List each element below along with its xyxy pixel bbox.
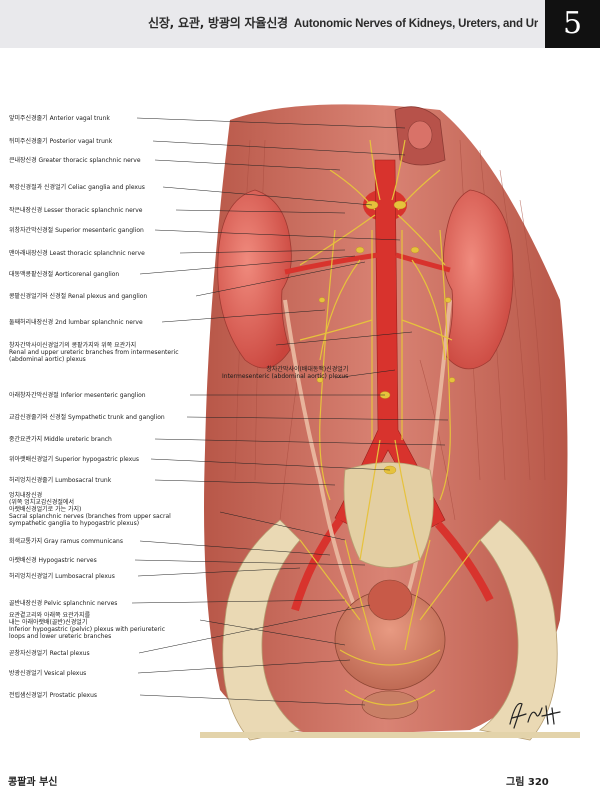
label-superior-hypogastric-plexus: 위아랫배신경얼기 Superior hypogastric plexus (9, 456, 140, 463)
page-header: 신장, 요관, 방광의 자율신경 Autonomic Nerves of Kidn… (0, 0, 600, 48)
footer-figure-number: 그림 320 (506, 777, 549, 788)
figure-bottom-edge (200, 732, 580, 738)
sacrum (343, 462, 434, 568)
page-title-korean: 신장, 요관, 방광의 자율신경 (148, 16, 288, 30)
label-inferior-mesenteric-ganglion: 아래창자간막신경절 Inferior mesenteric ganglion (9, 392, 146, 399)
label-least-thoracic-splanchnic-nerve: 맨아래내장신경 Least thoracic splanchnic nerve (9, 250, 145, 257)
pelvic-bone-right (479, 519, 558, 741)
label-inferior-hypogastric-plexus: 요관곁고리와 아래쪽 요관가지를 내는 아래아랫배(골반)신경얼기 Inferi… (9, 612, 165, 640)
right-kidney (443, 189, 514, 370)
label-lesser-thoracic-splanchnic-nerve: 작은내장신경 Lesser thoracic splanchnic nerve (9, 207, 143, 214)
artist-signature (509, 702, 561, 729)
label-celiac-ganglia-and-plexus: 복강신경절과 신경얼기 Celiac ganglia and plexus (9, 184, 145, 191)
label-gray-ramus-communicans: 회색교통가지 Gray ramus communicans (9, 538, 123, 545)
ganglia (316, 200, 456, 475)
label-middle-ureteric-branch: 중간요관가지 Middle ureteric branch (9, 436, 112, 443)
label-aorticorenal-ganglion: 대동맥콩팥신경절 Aorticorenal ganglion (9, 271, 120, 278)
pelvic-bone (222, 519, 301, 741)
label-prostatic-plexus: 전립샘신경얼기 Prostatic plexus (9, 692, 98, 699)
rectum (367, 579, 413, 621)
page-title-english: Autonomic Nerves of Kidneys, Ureters, an… (293, 18, 538, 30)
label-sacral-splanchnic-nerves: 엉치내장신경 (위쪽 엉치교감신경절에서 아랫배신경얼기로 가는 가지) Sac… (9, 492, 171, 527)
footer-section-name: 콩팥과 부신 (8, 777, 58, 788)
label-posterior-vagal-trunk: 뒤미주신경줄기 Posterior vagal trunk (9, 138, 113, 145)
label-sympathetic-trunk-and-ganglion: 교감신경줄기와 신경절 Sympathetic trunk and gangli… (9, 414, 165, 421)
label-superior-mesenteric-ganglion: 위창자간막신경절 Superior mesenteric ganglion (9, 227, 144, 234)
left-kidney (217, 189, 292, 369)
right-common-iliac-artery (435, 521, 494, 602)
label-lumbosacral-trunk: 허리엉치신경줄기 Lumbosacral trunk (9, 477, 112, 484)
label-anterior-vagal-trunk: 앞미주신경줄기 Anterior vagal trunk (9, 115, 110, 122)
label-renal-and-upper-ureteric-branches: 창자간막사이신경얼기의 콩팥가지와 위쪽 요관가지 Renal and uppe… (9, 342, 179, 363)
label-leader-lines (131, 117, 449, 706)
left-renal-artery (284, 252, 379, 275)
right-renal-artery (395, 252, 451, 273)
left-ureter (283, 299, 362, 621)
label-hypogastric-nerves: 아랫배신경 Hypogastric nerves (9, 557, 97, 564)
esophagus-lumen (407, 120, 433, 150)
label-renal-plexus-and-ganglion: 콩팥신경얼기와 신경절 Renal plexus and ganglion (9, 293, 148, 300)
chapter-number-tab: 5 (545, 0, 600, 48)
left-common-iliac-artery (291, 517, 344, 612)
label-rectal-plexus: 곧창자신경얼기 Rectal plexus (9, 650, 90, 657)
label-2nd-lumbar-splanchnic-nerve: 둘째허리내장신경 2nd lumbar splanchnic nerve (9, 319, 143, 326)
page-title: 신장, 요관, 방광의 자율신경 Autonomic Nerves of Kidn… (148, 14, 538, 34)
label-greater-thoracic-splanchnic-nerve: 큰내장신경 Greater thoracic splanchnic nerve (9, 157, 141, 164)
label-intermesenteric-plexus: 창자간막사이(배대동맥)신경얼기 Intermesenteric (abdomi… (222, 366, 349, 380)
label-pelvic-splanchnic-nerves: 골반내장신경 Pelvic splanchnic nerves (9, 600, 118, 607)
label-vesical-plexus: 방광신경얼기 Vesical plexus (9, 670, 87, 677)
label-lumbosacral-plexus: 허리엉치신경얼기 Lumbosacral plexus (9, 573, 115, 580)
